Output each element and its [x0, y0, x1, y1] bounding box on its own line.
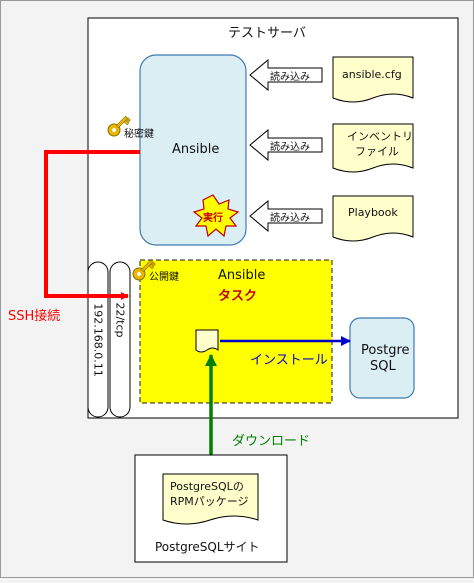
ansible-cfg-label: ansible.cfg: [342, 68, 402, 81]
postgres-label-line1: Postgre: [361, 343, 410, 358]
read-label-1: 読み込み: [270, 72, 310, 83]
read-arrow-2: [249, 128, 323, 162]
private-key-icon: [107, 115, 131, 137]
public-key-label: 公開鍵: [149, 272, 179, 283]
ansible-label: Ansible: [172, 142, 220, 157]
ssh-label: SSH接続: [8, 309, 61, 324]
ssh-connection-arrow: [44, 150, 140, 300]
read-arrow-3: [249, 199, 323, 233]
ip-address-label: 192.168.0.11: [92, 303, 105, 376]
public-key-icon: [132, 259, 156, 281]
download-label: ダウンロード: [232, 434, 311, 449]
read-label-3: 読み込み: [270, 213, 310, 224]
package-label-line2: RPMパッケージ: [170, 495, 249, 508]
inventory-label-line1: インベントリ: [347, 130, 413, 143]
document-inventory: [332, 123, 414, 173]
package-label-line1: PostgreSQLの: [170, 480, 244, 493]
playbook-label: Playbook: [348, 206, 398, 219]
task-title-line1: Ansible: [218, 268, 266, 283]
site-title: PostgreSQLサイト: [155, 540, 260, 554]
package-file-icon: [195, 329, 219, 353]
install-label: インストール: [250, 353, 328, 368]
document-ansible-cfg: [332, 56, 414, 103]
server-title: テストサーバ: [228, 26, 306, 41]
task-title-line2: タスク: [218, 289, 258, 304]
postgres-label-line2: SQL: [370, 359, 396, 374]
tcp-port-bar: [109, 261, 131, 418]
inventory-label-line2: ファイル: [355, 145, 399, 158]
read-arrow-1: [249, 58, 323, 92]
postgresql-box: [349, 317, 415, 399]
private-key-label: 秘密鍵: [124, 129, 154, 140]
read-label-2: 読み込み: [270, 142, 310, 153]
rpm-package-document: [162, 473, 259, 525]
document-playbook: [332, 195, 414, 242]
execute-burst: [192, 194, 240, 238]
ip-port-bar: [87, 261, 109, 418]
execute-label: 実行: [203, 213, 223, 224]
ansible-task-box: [139, 259, 333, 404]
port-label: 22/tcp: [114, 302, 127, 337]
